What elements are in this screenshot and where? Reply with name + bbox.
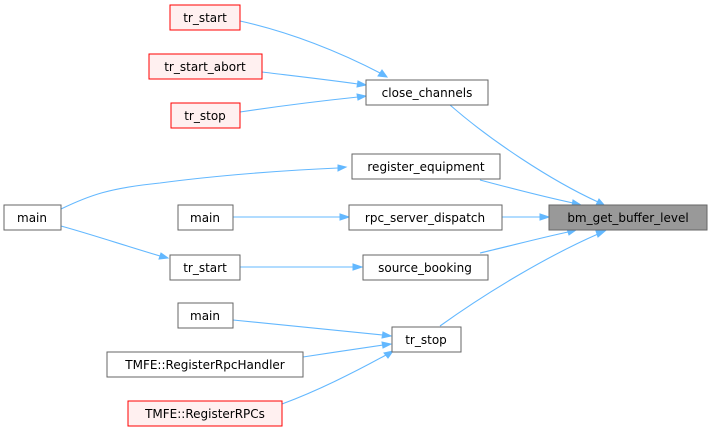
node-label: bm_get_buffer_level [567, 211, 688, 225]
edge-tmfe-register-rpc-handler-to-tr-stop-mid [302, 341, 393, 358]
node-main-low[interactable]: main [177, 302, 234, 329]
edge-tr-start-mid-to-source-booking [240, 263, 364, 271]
node-label: register_equipment [367, 160, 485, 174]
edge-tr-stop-mid-to-bm-get-buffer-level [439, 230, 607, 327]
node-bm-get-buffer-level[interactable]: bm_get_buffer_level [548, 204, 708, 231]
edge-rpc-server-dispatch-to-bm-get-buffer-level [502, 213, 551, 221]
edge-register-equipment-to-bm-get-buffer-level [479, 179, 583, 207]
node-rpc-server-dispatch[interactable]: rpc_server_dispatch [348, 204, 503, 231]
node-tmfe-register-rpcs[interactable]: TMFE::RegisterRPCs [127, 400, 283, 427]
node-main-left[interactable]: main [3, 204, 62, 231]
node-label: main [190, 211, 220, 225]
edge-tr-stop-to-close-channels [239, 93, 368, 113]
node-label: tr_start_abort [164, 60, 246, 74]
node-label: TMFE::RegisterRpcHandler [124, 358, 285, 372]
node-tr-start-mid[interactable]: tr_start [169, 254, 241, 281]
node-label: source_booking [378, 261, 472, 275]
node-source-booking[interactable]: source_booking [362, 254, 489, 281]
node-label: TMFE::RegisterRPCs [144, 407, 265, 421]
edge-tr-start-abort-to-close-channels [261, 71, 368, 88]
node-register-equipment[interactable]: register_equipment [351, 153, 501, 180]
node-label: main [190, 309, 220, 323]
node-tr-start-top[interactable]: tr_start [169, 4, 241, 31]
node-label: tr_start [183, 261, 227, 275]
edge-main-left-to-tr-start-mid [60, 225, 170, 260]
edge-main-left-to-register-equipment [60, 164, 348, 210]
edge-main-low-to-tr-stop-mid [232, 319, 393, 339]
node-label: main [17, 211, 47, 225]
node-label: tr_stop [405, 333, 447, 347]
edge-main-mid-to-rpc-server-dispatch [233, 213, 351, 221]
node-label: tr_start [183, 11, 227, 25]
edge-source-booking-to-bm-get-buffer-level [479, 228, 578, 254]
node-tr-stop-top[interactable]: tr_stop [170, 102, 241, 129]
node-tr-start-abort[interactable]: tr_start_abort [148, 53, 263, 80]
node-close-channels[interactable]: close_channels [365, 79, 489, 106]
node-label: close_channels [382, 86, 473, 100]
edge-tmfe-register-rpcs-to-tr-stop-mid [281, 350, 395, 405]
edge-tr-start-to-close-channels [239, 20, 389, 78]
node-tr-stop-mid[interactable]: tr_stop [391, 326, 462, 353]
node-main-mid[interactable]: main [177, 204, 234, 231]
node-label: rpc_server_dispatch [365, 211, 485, 225]
node-label: tr_stop [184, 109, 226, 123]
node-tmfe-register-rpc-handler[interactable]: TMFE::RegisterRpcHandler [106, 351, 304, 378]
